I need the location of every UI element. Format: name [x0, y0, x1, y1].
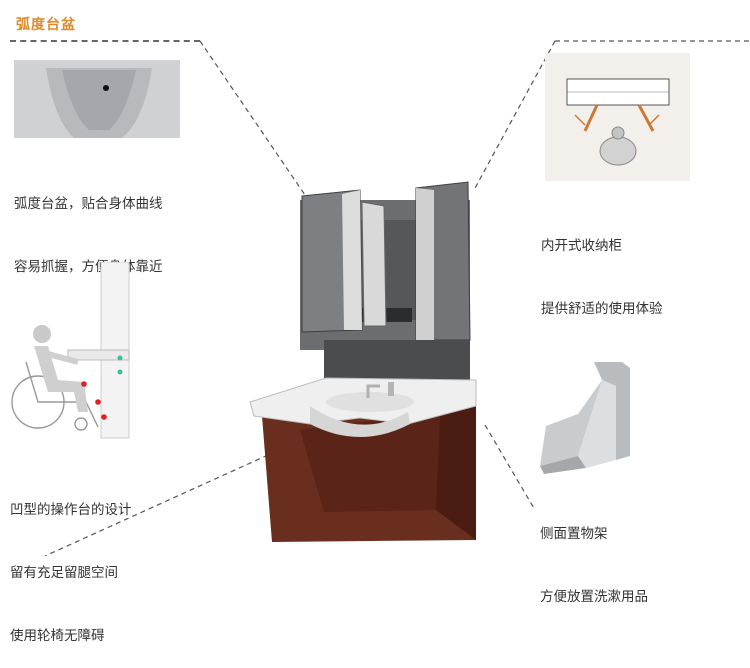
- cabinet-caption: 内开式收纳柜 提供舒适的使用体验: [541, 194, 663, 341]
- leader-line-cabinet: [473, 40, 556, 191]
- counter-caption-line-3: 使用轮椅无障碍: [10, 628, 105, 644]
- basin-caption-line-1: 弧度台盆，贴合身体曲线: [14, 196, 163, 212]
- counter-caption: 凹型的操作台的设计 留有充足留腿空间 使用轮椅无障碍: [10, 458, 132, 668]
- leader-line-basin: [199, 40, 306, 196]
- cabinet-caption-line-1: 内开式收纳柜: [541, 238, 622, 254]
- cabinet-caption-line-2: 提供舒适的使用体验: [541, 301, 663, 317]
- leader-line-counter: [44, 454, 269, 556]
- shelf-caption-line-2: 方便放置洗漱用品: [540, 589, 648, 605]
- cabinet-diagram: [545, 53, 690, 181]
- side-shelf-photo: [530, 356, 640, 474]
- shelf-caption-line-1: 侧面置物架: [540, 526, 608, 542]
- counter-caption-line-2: 留有充足留腿空间: [10, 565, 118, 581]
- title-divider: [10, 40, 200, 42]
- section-title: 弧度台盆: [16, 17, 76, 33]
- basin-detail-photo: [14, 60, 180, 138]
- leader-lines: [44, 40, 750, 556]
- vanity-render: [240, 180, 490, 550]
- leader-line-shelf: [484, 424, 536, 511]
- wheelchair-diagram: [8, 262, 138, 442]
- counter-caption-line-1: 凹型的操作台的设计: [10, 502, 132, 518]
